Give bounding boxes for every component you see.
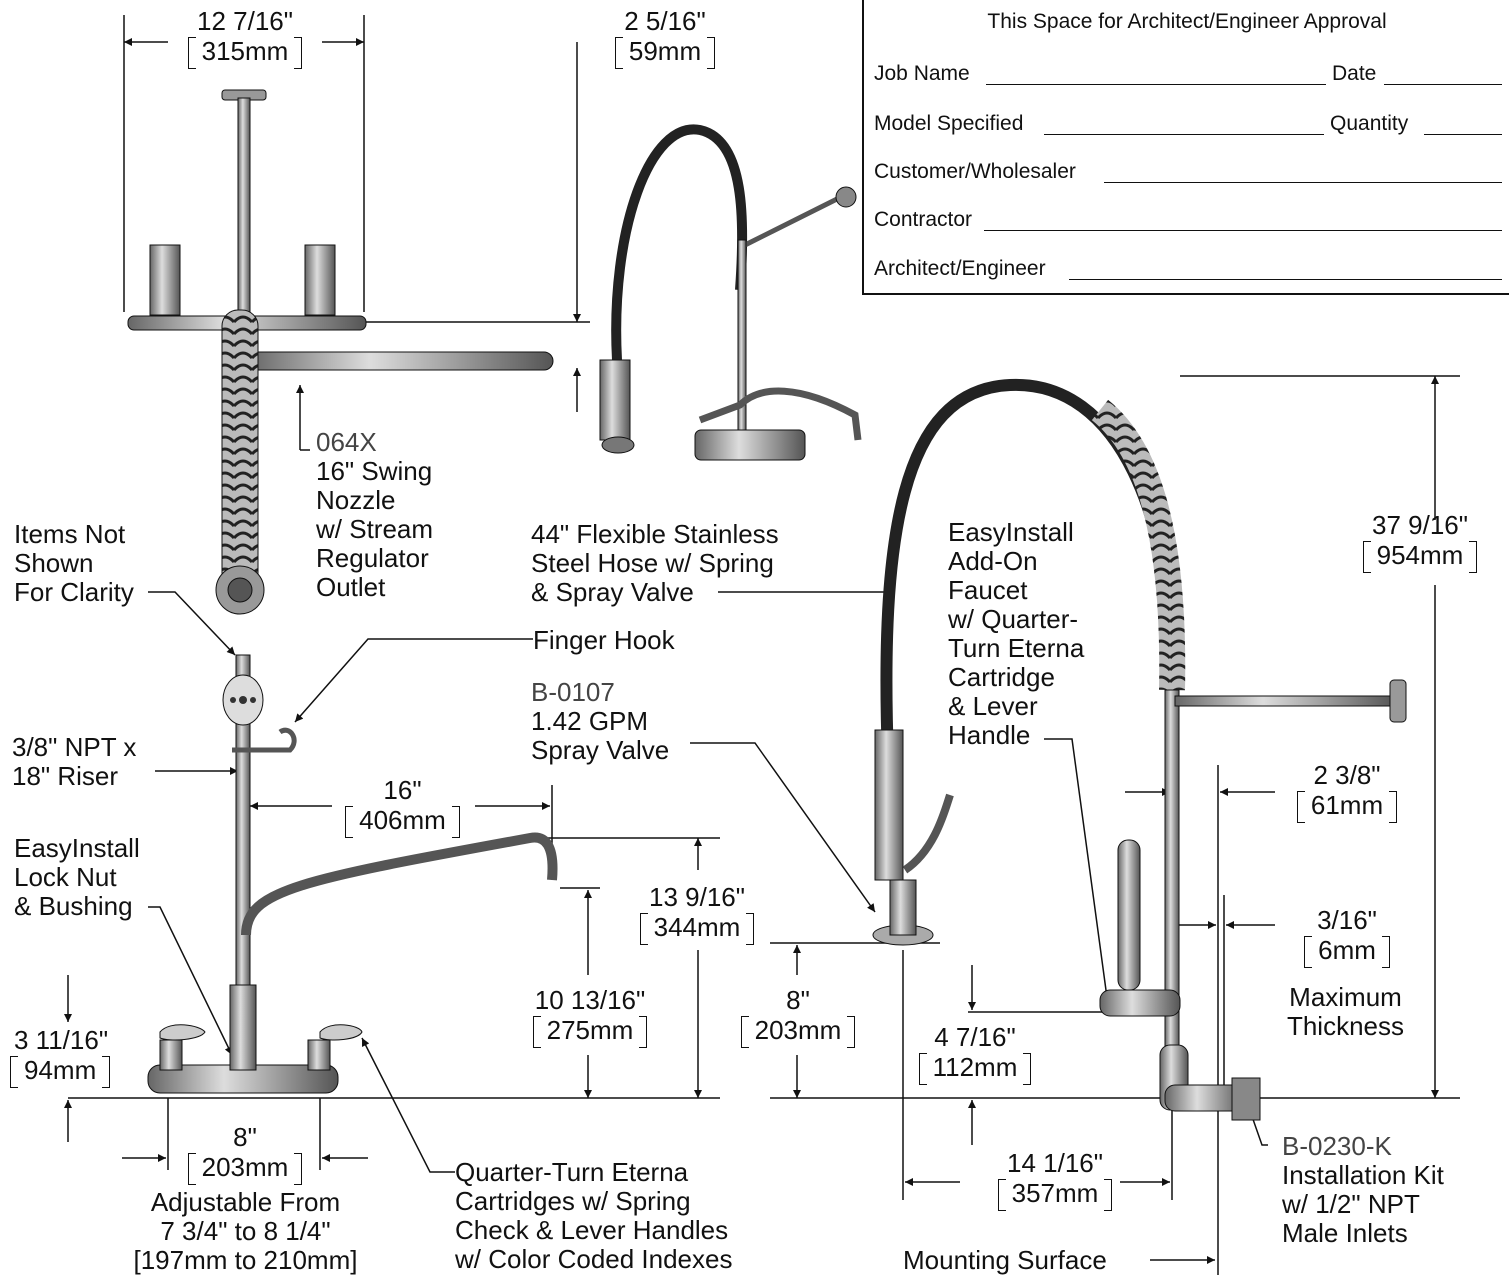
mounting-surface-label: Mounting Surface <box>903 1245 1107 1275</box>
spray-valve-code: B-0107 <box>531 677 615 707</box>
dim-valve-height: 8" 203mm <box>718 985 878 1049</box>
customer-label: Customer/Wholesaler <box>874 160 1076 183</box>
kit-code: B-0230-K <box>1282 1131 1392 1161</box>
approval-header: This Space for Architect/Engineer Approv… <box>987 10 1387 33</box>
dim-handle-height: 3 11/16" 94mm <box>0 1025 140 1089</box>
riser-label: 3/8" NPT x 18" Riser <box>12 732 137 791</box>
addon-faucet-label: EasyInstall Add-On Faucet w/ Quarter- Tu… <box>948 517 1085 750</box>
dim-spout-height-in: 13 9/16" <box>649 882 745 912</box>
dim-handle-height-mm: 94mm <box>24 1055 97 1085</box>
dim-projection-mm: 357mm <box>1011 1178 1099 1208</box>
dim-thickness: 3/16" 6mm <box>1272 905 1422 969</box>
contractor-label: Contractor <box>874 208 973 231</box>
dim-spout-height-mm: 344mm <box>653 912 741 942</box>
dim-handle-height-in: 3 11/16" <box>14 1025 109 1055</box>
architect-label: Architect/Engineer <box>874 257 1046 280</box>
model-specified-label: Model Specified <box>874 112 1024 135</box>
architect-line[interactable] <box>1069 279 1502 280</box>
contractor-line[interactable] <box>984 230 1502 231</box>
dim-top-offset-in: 2 5/16" <box>624 6 706 36</box>
dim-addon-height-mm: 112mm <box>932 1052 1018 1082</box>
dim-spout-height: 13 9/16" 344mm <box>612 882 782 946</box>
dim-centers-in: 8" <box>233 1122 257 1152</box>
dim-projection-in: 14 1/16" <box>1007 1148 1103 1178</box>
dim-width-top: 12 7/16" 315mm <box>160 6 330 70</box>
dim-thickness-mm: 6mm <box>1318 935 1376 965</box>
date-label: Date <box>1332 62 1377 85</box>
iso-faucet <box>599 124 862 461</box>
dim-width-top-mm: 315mm <box>201 36 289 66</box>
dim-spout-reach-mm: 406mm <box>359 805 446 835</box>
lock-nut-label: EasyInstall Lock Nut & Bushing <box>14 833 140 921</box>
model-specified-line[interactable] <box>1044 134 1324 135</box>
job-name-line[interactable] <box>986 84 1326 85</box>
dim-addon-height: 4 7/16" 112mm <box>895 1022 1055 1086</box>
date-line[interactable] <box>1384 84 1502 85</box>
swing-nozzle-label: 16" Swing Nozzle w/ Stream Regulator Out… <box>316 456 434 602</box>
dim-spout-reach: 16" 406mm <box>320 775 485 839</box>
dim-spout-outlet-in: 10 13/16" <box>534 985 646 1015</box>
job-name-label: Job Name <box>874 62 970 85</box>
dim-valve-height-mm: 203mm <box>754 1015 842 1045</box>
side-view-faucet <box>872 378 1407 1121</box>
dim-height-total: 37 9/16" 954mm <box>1335 510 1505 574</box>
adjustable-label: Adjustable From 7 3/4" to 8 1/4" [197mm … <box>133 1187 358 1275</box>
dim-top-offset-mm: 59mm <box>628 36 702 66</box>
max-thickness-label: Maximum Thickness <box>1286 982 1405 1041</box>
dim-thickness-in: 3/16" <box>1317 905 1377 935</box>
quantity-line[interactable] <box>1424 134 1502 135</box>
dim-height-total-mm: 954mm <box>1376 540 1464 570</box>
dim-spout-reach-in: 16" <box>383 775 422 805</box>
cartridges-label: Quarter-Turn Eterna Cartridges w/ Spring… <box>455 1157 733 1274</box>
dim-centers-mm: 203mm <box>201 1152 289 1182</box>
extension-lines <box>64 15 1460 1275</box>
items-not-shown-label: Items Not Shown For Clarity <box>14 519 134 607</box>
customer-line[interactable] <box>1104 182 1502 183</box>
top-view-faucet <box>127 89 554 615</box>
dim-wall-offset-in: 2 3/8" <box>1313 760 1381 790</box>
quantity-label: Quantity <box>1330 112 1409 135</box>
dim-projection: 14 1/16" 357mm <box>975 1148 1135 1212</box>
spray-valve-label: 1.42 GPM Spray Valve <box>531 706 670 765</box>
dim-width-top-in: 12 7/16" <box>197 6 293 36</box>
front-view-faucet <box>147 654 558 1094</box>
dim-spout-outlet: 10 13/16" 275mm <box>505 985 675 1049</box>
leader-lines <box>148 588 1268 1264</box>
approval-box: This Space for Architect/Engineer Approv… <box>862 0 1509 295</box>
hose-label: 44" Flexible Stainless Steel Hose w/ Spr… <box>531 519 779 607</box>
dim-valve-height-in: 8" <box>786 985 810 1015</box>
dim-centers: 8" 203mm <box>165 1122 325 1186</box>
dim-addon-height-in: 4 7/16" <box>934 1022 1016 1052</box>
dim-wall-offset-mm: 61mm <box>1310 790 1384 820</box>
finger-hook-label: Finger Hook <box>533 625 675 655</box>
kit-label: Installation Kit w/ 1/2" NPT Male Inlets <box>1282 1160 1444 1248</box>
dim-top-offset: 2 5/16" 59mm <box>590 6 740 70</box>
dim-wall-offset: 2 3/8" 61mm <box>1272 760 1422 824</box>
swing-nozzle-code: 064X <box>316 427 377 457</box>
dim-spout-outlet-mm: 275mm <box>546 1015 634 1045</box>
dim-height-total-in: 37 9/16" <box>1372 510 1468 540</box>
